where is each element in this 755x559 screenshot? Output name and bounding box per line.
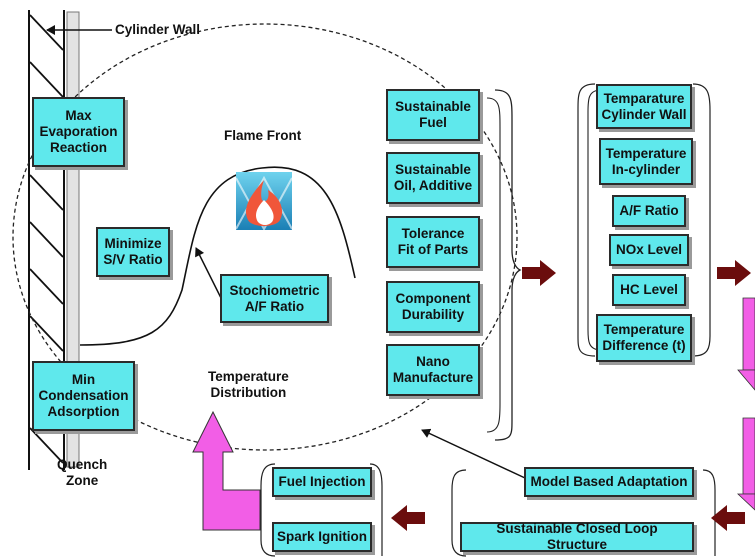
temperature-distribution-label: Temperature Distribution: [208, 369, 289, 400]
hc-level-box: HC Level: [612, 274, 686, 306]
flow-arrow-2: [717, 260, 751, 286]
sustainable-bracket-right: [494, 89, 522, 441]
temp-in-cylinder-box: Temperature In-cylinder: [599, 138, 693, 185]
fuel-injection-box: Fuel Injection: [272, 467, 372, 497]
closed-loop-structure-box: Sustainable Closed Loop Structure: [460, 521, 694, 552]
nox-level-box: NOx Level: [609, 234, 689, 266]
temp-cylinder-wall-box: Temparature Cylinder Wall: [596, 84, 692, 129]
flame-icon: [235, 172, 293, 232]
monitor-bracket-right: [692, 83, 711, 357]
minimize-sv-box: Minimize S/V Ratio: [96, 227, 170, 277]
max-evaporation-box: Max Evaporation Reaction: [32, 97, 125, 167]
flow-arrow-1: [522, 260, 556, 286]
flow-arrow-4: [391, 505, 425, 531]
sustainable-fuel-box: Sustainable Fuel: [386, 89, 480, 141]
cylinder-wall-label: Cylinder Wall: [115, 22, 201, 37]
temperature-curve: [79, 166, 356, 346]
temp-difference-box: Temperature Difference (t): [596, 314, 692, 362]
control-bracket-left: [451, 469, 467, 557]
flame-front-label: Flame Front: [224, 128, 302, 143]
magenta-down-arrow-1: [742, 297, 755, 371]
combustion-circle: [12, 23, 518, 451]
flow-arrow-3: [711, 505, 745, 531]
tolerance-fit-box: Tolerance Fit of Parts: [386, 216, 480, 268]
actuator-bracket: [260, 463, 276, 557]
nano-manufacture-box: Nano Manufacture: [386, 344, 480, 396]
adaptation-pointer: [421, 428, 526, 479]
magenta-up-arrow: [192, 410, 261, 531]
af-ratio-box: A/F Ratio: [612, 195, 686, 227]
component-durability-box: Component Durability: [386, 281, 480, 333]
min-condensation-box: Min Condensation Adsorption: [32, 361, 135, 431]
quench-zone-label: Quench Zone: [57, 457, 108, 488]
spark-ignition-box: Spark Ignition: [272, 522, 372, 552]
stoichiometric-box: Stochiometric A/F Ratio: [220, 274, 329, 323]
monitor-bracket-left: [577, 83, 596, 357]
sustainable-oil-box: Sustainable Oil, Additive: [386, 152, 480, 204]
magenta-down-arrow-2: [742, 417, 755, 495]
model-based-adaptation-box: Model Based Adaptation: [524, 467, 694, 497]
